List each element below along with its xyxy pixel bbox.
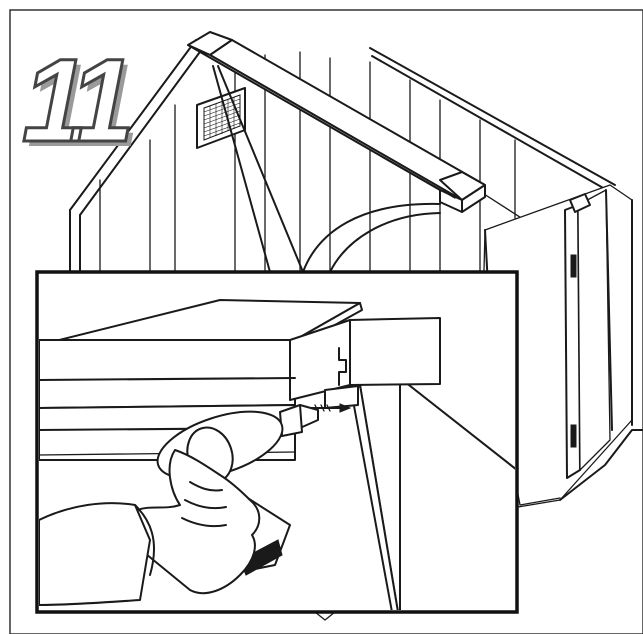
callout-lines [212, 65, 441, 273]
ridge-beam [187, 31, 486, 213]
gable-trim [69, 39, 616, 273]
hand [39, 449, 261, 606]
